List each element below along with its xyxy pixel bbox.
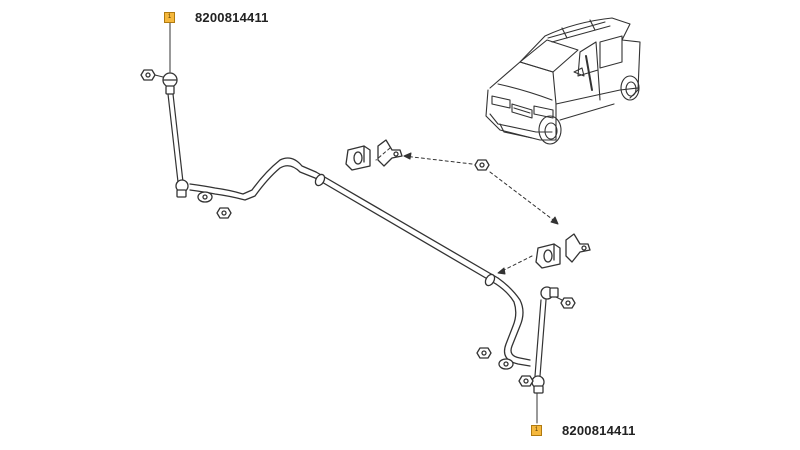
- arrow-heads: [403, 152, 559, 275]
- car-illustration: [485, 17, 641, 145]
- bracket-upper: [377, 139, 403, 167]
- stabilizer-bar: [189, 157, 531, 367]
- nut-upper-left: [140, 69, 164, 81]
- part-number-label: 8200814411: [195, 10, 269, 25]
- nut-center: [474, 159, 490, 171]
- callout-bottom[interactable]: 1 8200814411: [531, 423, 636, 438]
- assembly-arrows: [375, 147, 557, 273]
- nut-right-upper: [555, 296, 576, 309]
- bar-end-right: [498, 358, 514, 370]
- callout-marker: 1: [531, 425, 542, 436]
- nut-right-lower: [518, 375, 534, 387]
- bracket-lower: [565, 233, 591, 263]
- stabilizer-link-upper: [162, 72, 189, 198]
- bushing-upper: [345, 145, 371, 171]
- bushing-lower: [535, 243, 561, 269]
- nut-right-arm: [476, 347, 492, 359]
- nut-lower-left: [216, 207, 232, 219]
- stabilizer-link-lower: [531, 286, 559, 394]
- callout-marker: 1: [164, 12, 175, 23]
- part-number-label: 8200814411: [562, 423, 636, 438]
- callout-top[interactable]: 1 8200814411: [164, 10, 269, 25]
